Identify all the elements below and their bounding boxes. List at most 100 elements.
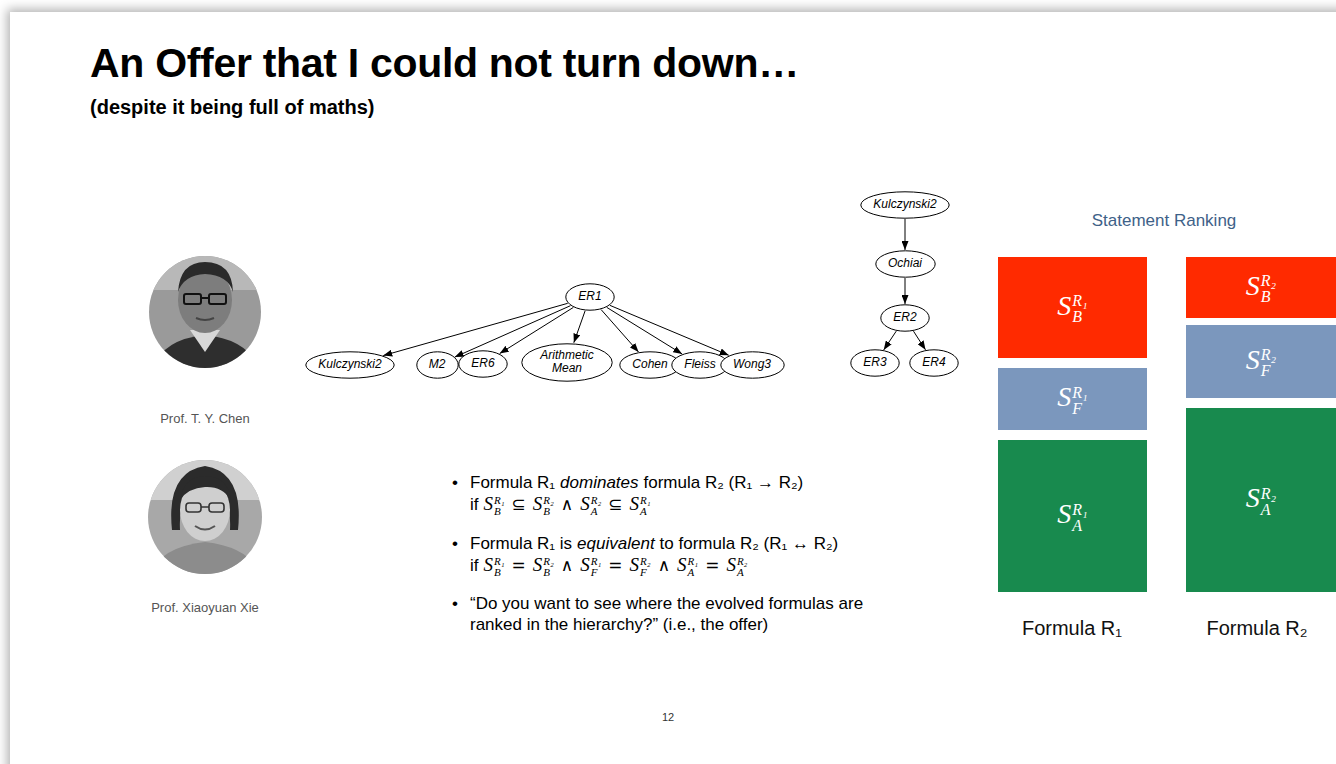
subscript: B (543, 567, 554, 578)
bullet-dot: • (452, 472, 458, 493)
math-operator: = (512, 555, 526, 575)
hierarchy-node: ER6 (458, 350, 508, 378)
subscript: F (1072, 401, 1087, 417)
bullet-line: ifSR₁B=SR₂B∧SR₁F=SR₂F∧SR₁A=SR₂A (470, 554, 838, 578)
math-symbol: S (1057, 498, 1071, 529)
node-label: ER4 (922, 356, 945, 369)
math-term: SR₁F (580, 554, 601, 578)
ranking-block: SR₁F (998, 368, 1147, 430)
math-term: SR₂A (1246, 482, 1276, 518)
math-operator: = (705, 555, 719, 575)
bullet-dot: • (452, 593, 458, 614)
math-term: SR₂B (533, 493, 554, 517)
subscript: A (640, 506, 651, 517)
math-symbol: S (1057, 290, 1071, 321)
ellipse-shape (566, 284, 614, 310)
subtitle: (despite it being full of maths) (90, 96, 374, 119)
math-symbol: S (630, 493, 640, 514)
math-term: SR₁A (630, 493, 651, 517)
script-stack: R₂F (640, 556, 651, 578)
superscript: R₂ (543, 495, 554, 506)
hierarchy-node: Arithmetic Mean (521, 343, 613, 382)
math-operator: ⊆ (512, 494, 526, 514)
hierarchy-node: Kulczynski2 (860, 191, 950, 219)
script-stack: R₁A (640, 495, 651, 517)
subscript: B (543, 506, 554, 517)
ellipse-shape (881, 305, 929, 331)
math-term: SR₁B (484, 554, 505, 578)
script-stack: R₂A (1261, 486, 1276, 518)
math-symbol: S (726, 554, 736, 575)
math-term: SR₂F (1246, 344, 1276, 380)
node-label: ER2 (893, 311, 916, 324)
math-symbol: S (580, 493, 590, 514)
hierarchy-node: ER1 (565, 283, 615, 311)
superscript: R₂ (1261, 486, 1276, 502)
math-term: SR₂A (580, 493, 601, 517)
ellipse-shape (522, 343, 612, 380)
math-symbol: S (484, 493, 494, 514)
hierarchy-arrow (884, 331, 897, 350)
script-stack: R₂F (1261, 347, 1276, 379)
superscript: R₂ (640, 556, 651, 567)
superscript: R₂ (591, 495, 602, 506)
hierarchy-arrow (905, 278, 906, 304)
hierarchy-node: ER2 (880, 304, 930, 332)
node-label: ER1 (578, 290, 601, 303)
script-stack: R₂A (591, 495, 602, 517)
script-stack: R₁A (688, 556, 699, 578)
node-label: Cohen (632, 358, 667, 371)
ranking-block: SR₁A (998, 440, 1147, 592)
ellipse-shape (875, 251, 934, 277)
node-label: Ochiai (888, 257, 922, 270)
math-term: SR₂A (726, 554, 747, 578)
portrait-chen (140, 250, 270, 380)
superscript: R₂ (543, 556, 554, 567)
ellipse-shape (416, 352, 457, 378)
subscript: A (737, 567, 748, 578)
math-symbol: S (1246, 344, 1260, 375)
hierarchy-node: M2 (416, 351, 459, 379)
superscript: R₂ (1261, 273, 1276, 289)
ellipse-shape (672, 352, 728, 378)
subscript: A (1072, 518, 1087, 534)
slide-title: An Offer that I could not turn down… (90, 40, 799, 87)
math-symbol: S (1057, 381, 1071, 412)
math-operator: = (608, 555, 622, 575)
subscript: B (494, 506, 505, 517)
node-label: Kulczynski2 (873, 198, 936, 211)
math-symbol: S (1246, 482, 1260, 513)
ranking-block: SR₂A (1186, 408, 1336, 592)
ellipse-shape (851, 350, 899, 376)
superscript: R₂ (737, 556, 748, 567)
hierarchy-node: Kulczynski2 (305, 351, 395, 379)
ellipse-shape (620, 352, 680, 378)
bullet-text: Formula R₁ isequivalentto formula R₂ (R₁… (470, 533, 838, 578)
math-term: SR₁A (677, 554, 698, 578)
node-label: Arithmetic Mean (534, 349, 600, 375)
math-symbol: S (533, 554, 543, 575)
ellipse-shape (910, 350, 958, 376)
hierarchy-arrow (913, 331, 925, 350)
photo-caption: Prof. T. Y. Chen (105, 411, 305, 426)
script-stack: R₁B (494, 495, 505, 517)
bullet-phrase: equivalent (577, 534, 655, 553)
hierarchy-node: Wong3 (720, 351, 785, 379)
bullet-phrase: to formula R₂ (R₁ ↔ R₂) (660, 534, 839, 553)
script-stack: R₂A (737, 556, 748, 578)
bullet-line: “Do you want to see where the evolved fo… (470, 593, 888, 635)
subscript: B (1072, 309, 1087, 325)
node-label: Wong3 (733, 358, 771, 371)
ranking-block: SR₂B (1186, 257, 1336, 318)
hierarchy-node: Ochiai (875, 250, 936, 278)
subscript: A (688, 567, 699, 578)
script-stack: R₁F (1072, 385, 1087, 417)
node-label: ER3 (863, 356, 886, 369)
subscript: F (640, 567, 651, 578)
ranking-block: SR₂F (1186, 325, 1336, 398)
math-operator: ∧ (561, 494, 573, 514)
superscript: R₁ (494, 495, 505, 506)
ellipse-shape (306, 352, 394, 378)
superscript: R₁ (494, 556, 505, 567)
